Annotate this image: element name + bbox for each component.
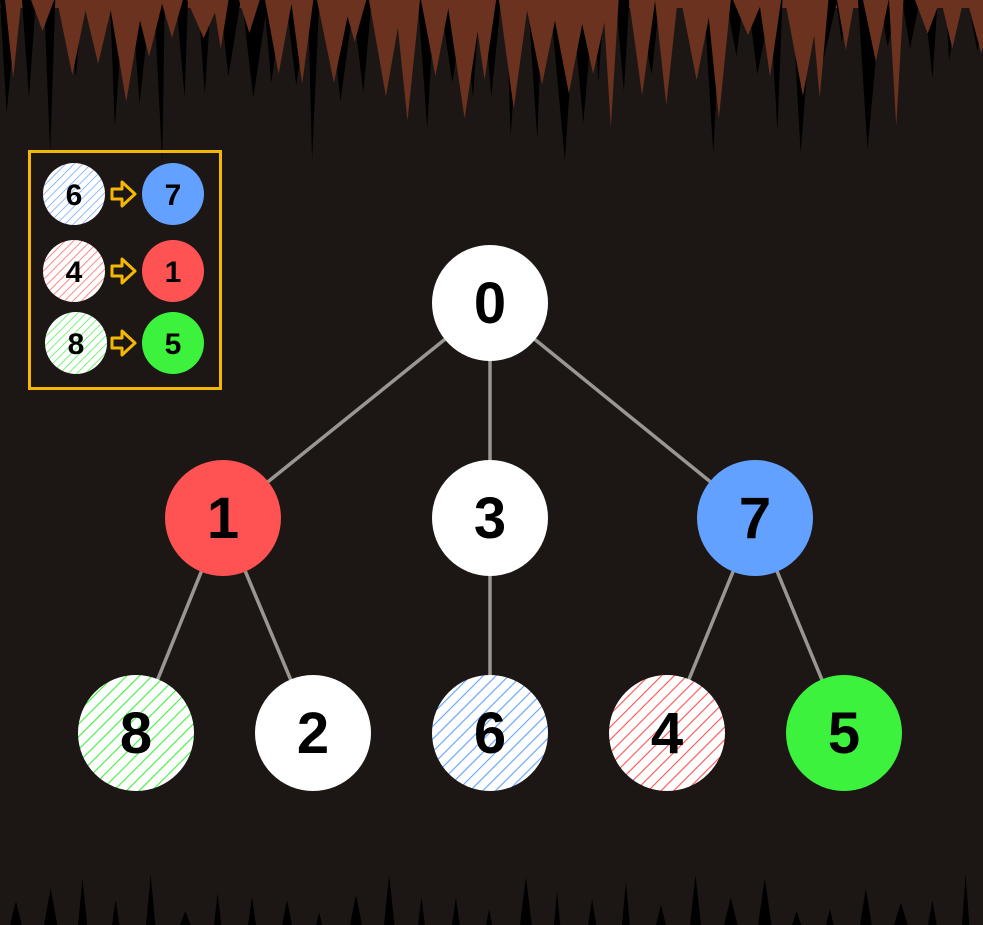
node-3-label: 3: [474, 486, 506, 551]
legend-2-to-label: 5: [165, 328, 182, 361]
node-2[interactable]: 2: [255, 675, 371, 791]
node-6[interactable]: 6: [432, 675, 548, 791]
node-6-label: 6: [474, 701, 506, 766]
arrow-right-icon: [112, 182, 135, 206]
node-4[interactable]: 4: [609, 675, 725, 791]
node-4-label: 4: [651, 701, 683, 766]
node-8[interactable]: 8: [78, 675, 194, 791]
node-7[interactable]: 7: [697, 460, 813, 576]
node-7-label: 7: [739, 486, 771, 551]
legend-0-from-label: 6: [66, 179, 83, 212]
tree-nodes: 0 1 3 7 8 2 6 4 5: [78, 245, 902, 791]
node-5[interactable]: 5: [786, 675, 902, 791]
arrow-right-icon: [112, 331, 135, 355]
node-5-label: 5: [828, 701, 860, 766]
legend-1-from-label: 4: [66, 256, 83, 289]
node-1-label: 1: [207, 486, 239, 551]
cave-floor-decoration: [10, 874, 969, 925]
node-0-label: 0: [474, 271, 506, 336]
legend-1-to-label: 1: [165, 256, 182, 289]
arrow-right-icon: [112, 259, 135, 283]
legend-2-from-label: 8: [68, 328, 85, 361]
cave-ceiling-decoration: [0, 0, 983, 162]
node-0[interactable]: 0: [432, 245, 548, 361]
node-1[interactable]: 1: [165, 460, 281, 576]
node-2-label: 2: [297, 701, 329, 766]
node-3[interactable]: 3: [432, 460, 548, 576]
legend-0-to-label: 7: [165, 179, 182, 212]
node-8-label: 8: [120, 701, 152, 766]
